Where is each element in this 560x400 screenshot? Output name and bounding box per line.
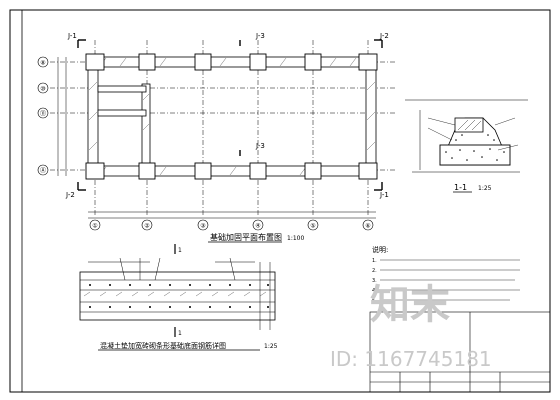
axis-label-2: ② [144,223,150,230]
section-mark-j2-top: J-2 [379,32,389,40]
strip-title: 混凝土垫加宽砖砌条形基础底面钢筋详图 [100,341,226,350]
title-block [369,311,551,393]
note-3: 3. [372,278,377,284]
section-mark-j3-mid: J-3 [255,142,265,150]
axis-label-d: ⑧ [40,60,45,67]
strip-foundation-detail: 1 1 [79,244,278,351]
cut-mark-bottom: 1 [178,330,182,337]
axis-label-6: ⑥ [365,223,370,230]
design-notes: 说明: 1. 2. 3. 4. 5. [372,245,520,304]
sheet-border [9,9,551,393]
axis-label-3: ③ [200,223,205,230]
axis-label-5: ⑤ [310,223,315,230]
axis-label-a: Ⓐ [40,167,46,175]
note-1: 1. [372,258,377,264]
watermark-logo: 知末 [370,282,450,328]
section-detail: 1-1 1:25 [405,99,528,193]
axis-label-1: ① [92,223,97,230]
strip-scale: 1:25 [264,343,278,350]
notes-heading: 说明: [372,245,388,254]
plan-title: 基础加固平面布置图 [210,232,282,242]
section-mark-j1-bottom: J-1 [379,191,389,199]
watermark-id: ID: 1167745181 [330,347,492,371]
section-mark-j2-bottom: J-2 [65,191,75,199]
cut-mark-top: 1 [178,247,182,254]
axis-label-b: ⑪ [40,110,46,118]
section-mark-j1-top: J-1 [67,32,77,40]
detail-label: 1-1 [454,183,467,192]
section-mark-j3-top: J-3 [255,32,265,40]
axis-label-c: ⑩ [40,86,45,93]
plan-scale: 1:100 [287,235,304,242]
note-2: 2. [372,268,377,274]
note-5: 5. [372,298,377,304]
foundation-plan: ① ② ③ ④ ⑤ ⑥ ⑧ ⑩ ⑪ Ⓐ J-1 J-2 J-3 J-3 J-2 … [37,32,395,243]
detail-scale: 1:25 [478,185,492,192]
axis-label-4: ④ [255,223,260,230]
note-4: 4. [372,288,377,294]
